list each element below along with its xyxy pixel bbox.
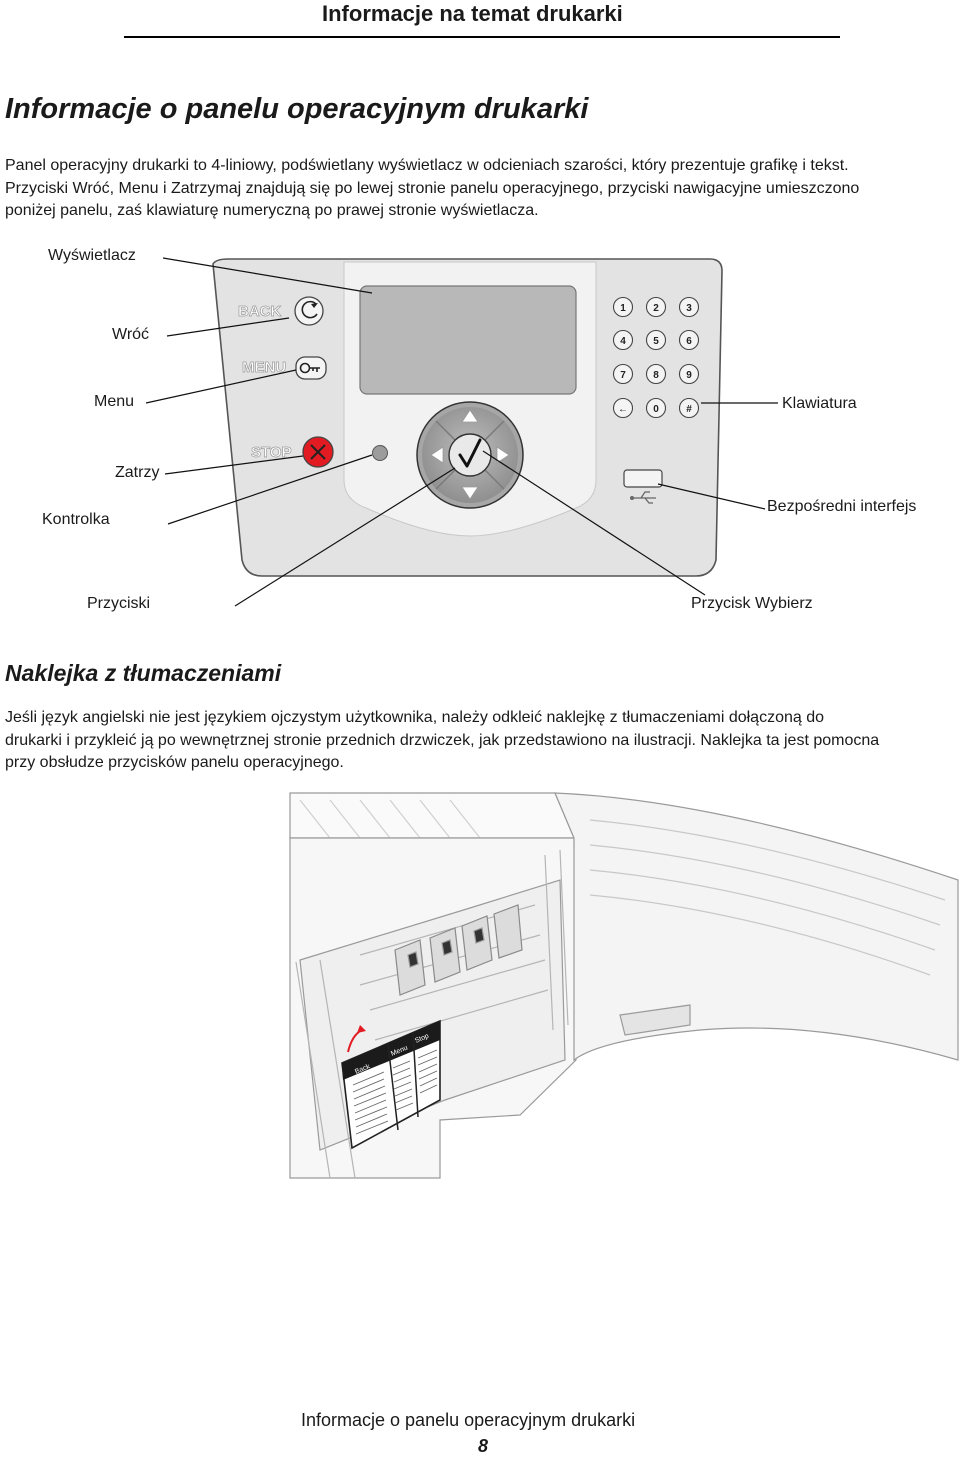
paragraph-line: Jeśli język angielski nie jest językiem … [5,709,825,726]
indicator-light [372,445,388,461]
keypad-key: 9 [686,370,692,381]
select-button [448,433,492,477]
callout-menu: Menu [94,393,135,410]
keypad-key: 1 [620,303,626,314]
paragraph-sticker: Jeśli język angielski nie jest językiem … [5,707,960,775]
callout-buttons: Przyciski [87,595,151,612]
keypad-key: 4 [620,336,626,347]
printer-front-door [554,792,959,1062]
section-heading-sticker: Naklejka z tłumaczeniami [5,660,282,686]
header-rule [124,36,840,38]
keypad-key: 3 [686,303,692,314]
check-icon [458,438,482,468]
page-number: 8 [478,1436,489,1456]
translation-sticker: Back Menu Stop [341,1019,441,1150]
stop-x-icon [310,444,326,460]
callout-lines [145,257,778,607]
keypad-key: 8 [653,370,659,381]
paragraph-panel-intro: Panel operacyjny drukarki to 4-liniowy, … [5,155,960,223]
usb-icon [632,491,656,504]
keypad-key: 6 [686,336,692,347]
keypad-key: 0 [653,404,659,415]
paragraph-line: przy obsłudze przycisków panelu operacyj… [5,754,344,771]
callout-back: Wróć [112,326,150,343]
keypad-key: # [686,404,692,415]
keypad-key: 2 [653,303,659,314]
menu-button-label: MENU [242,359,286,376]
nav-left-arrow-icon [430,446,444,464]
back-button-label: BACK [238,303,281,320]
usb-port [623,469,663,488]
nav-up-arrow-icon [461,409,479,423]
callout-stop: Zatrzy [115,464,160,481]
footer-title: Informacje o panelu operacyjnym drukarki [301,1410,636,1430]
paragraph-line: Przyciski Wróć, Menu i Zatrzymaj znajduj… [5,179,860,197]
running-header-title: Informacje na temat drukarki [322,1,623,26]
paragraph-line: poniżej panelu, zaś klawiaturę numeryczn… [5,202,539,219]
paragraph-line: drukarki i przykleić ją po wewnętrznej s… [5,731,880,749]
callout-keypad: Klawiatura [782,395,857,412]
display-screen [359,285,577,395]
nav-right-arrow-icon [496,446,510,464]
back-arrow-icon [301,300,318,319]
operator-panel-diagram: BACK MENU STOP 1 2 3 4 5 6 7 [145,257,778,607]
paragraph-line: Panel operacyjny drukarki to 4-liniowy, … [5,157,849,174]
nav-down-arrow-icon [461,486,479,500]
keypad-key: 7 [620,370,626,381]
callout-indicator: Kontrolka [42,511,110,528]
keypad-key: 5 [653,336,659,347]
keypad-key: ← [618,404,628,415]
section-heading-panel: Informacje o panelu operacyjnym drukarki [5,93,589,125]
callout-display: Wyświetlacz [48,247,136,264]
printer-door-illustration: Back Menu Stop [289,792,959,1179]
stop-button-label: STOP [251,444,292,461]
callout-direct-interface: Bezpośredni interfejs [767,498,917,515]
callout-select-button: Przycisk Wybierz [691,595,813,612]
numeric-keypad: 1 2 3 4 5 6 7 8 9 ← 0 # [612,296,700,419]
